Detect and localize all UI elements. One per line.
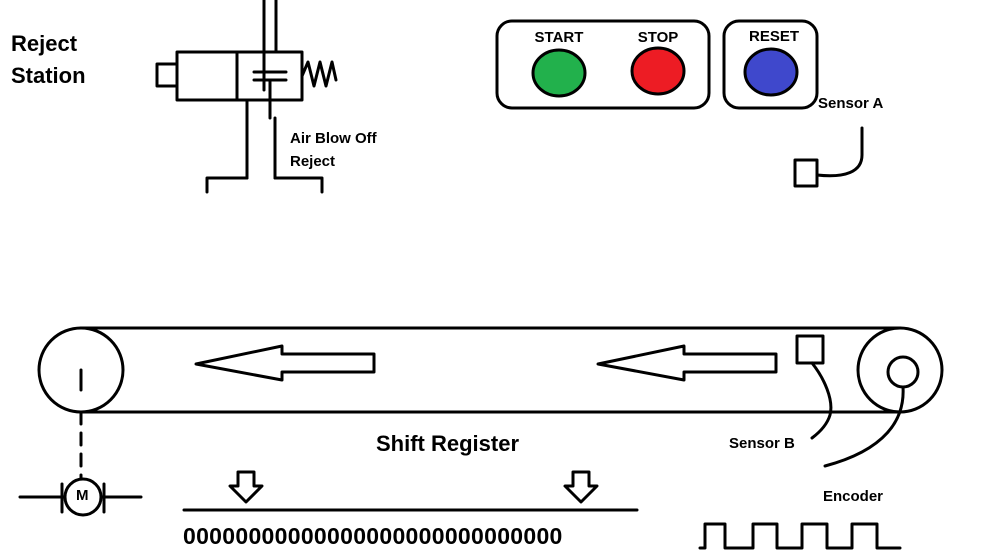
shift-register-title: Shift Register	[376, 431, 520, 456]
stop-button-lamp[interactable]	[630, 46, 686, 96]
start-button-lamp[interactable]	[531, 48, 587, 98]
stop-button-label: STOP	[637, 29, 679, 46]
register-pointer-sensor	[563, 470, 599, 504]
sensor-a-box	[793, 158, 819, 188]
valve-body	[175, 50, 304, 102]
valve-actuator	[155, 62, 179, 88]
reject-nozzle	[205, 176, 249, 194]
sensor-a	[793, 126, 864, 188]
sensor-a-label: Sensor A	[818, 95, 884, 112]
air-blow-off-label-line1: Air Blow Off	[290, 130, 377, 147]
reject-station-label-line2: Station	[11, 63, 86, 88]
start-button-label: START	[534, 29, 584, 46]
drive-motor	[18, 410, 143, 517]
valve-spring-icon	[300, 60, 338, 88]
sensor-b-label: Sensor B	[729, 435, 795, 452]
motor-label: M	[76, 487, 89, 504]
tail-pulley	[856, 326, 944, 414]
conveyor-belt	[37, 326, 944, 414]
register-pointer-reject	[228, 470, 264, 504]
reset-panel	[722, 19, 819, 110]
start-stop-panel	[495, 19, 711, 110]
reject-station-label-line1: Reject	[11, 31, 78, 56]
shift-register-bits: 00000000000000000000000000000	[183, 523, 563, 549]
encoder-label: Encoder	[823, 488, 884, 505]
encoder-pulse-waveform	[698, 522, 902, 550]
air-blow-off-label-line2: Reject	[290, 153, 336, 170]
reset-button-lamp[interactable]	[743, 47, 799, 97]
direction-arrow-right	[596, 344, 778, 382]
sensor-b	[795, 334, 833, 440]
direction-arrow-left	[194, 344, 376, 382]
sensor-b-box	[795, 334, 825, 365]
encoder-shaft	[886, 355, 920, 389]
reset-button-label: RESET	[748, 28, 799, 45]
reject-valve	[155, 0, 338, 194]
encoder-wire	[823, 385, 905, 468]
